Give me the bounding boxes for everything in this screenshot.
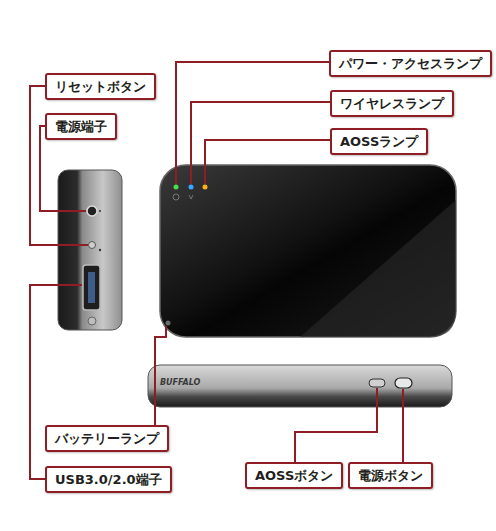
leader-lines xyxy=(30,62,403,479)
callout-text: AOSSランプ xyxy=(340,133,418,150)
callout-text: ワイヤレスランプ xyxy=(340,95,444,112)
callout-box: USB3.0/2.0端子 xyxy=(45,466,172,493)
callout-box: パワー・アクセスランプ xyxy=(329,50,492,77)
brand-logo: BUFFALO xyxy=(160,378,200,387)
callout-box: リセットボタン xyxy=(45,73,156,100)
callout-box: AOSSランプ xyxy=(330,128,428,155)
front-view xyxy=(148,365,452,407)
callout-text: 電源端子 xyxy=(55,118,107,135)
callout-text: パワー・アクセスランプ xyxy=(339,55,482,72)
top-view xyxy=(160,165,456,337)
callout-box: 電源ボタン xyxy=(348,462,433,489)
callout-text: AOSSボタン xyxy=(255,467,333,484)
callout-box: バッテリーランプ xyxy=(45,425,169,452)
callout-text: USB3.0/2.0端子 xyxy=(55,471,162,488)
callout-text: リセットボタン xyxy=(55,78,146,95)
callout-box: AOSSボタン xyxy=(245,462,343,489)
callout-text: バッテリーランプ xyxy=(55,430,159,447)
callout-text: 電源ボタン xyxy=(358,467,423,484)
side-view xyxy=(58,170,122,330)
callout-box: ワイヤレスランプ xyxy=(330,90,454,117)
callout-box: 電源端子 xyxy=(45,113,117,140)
